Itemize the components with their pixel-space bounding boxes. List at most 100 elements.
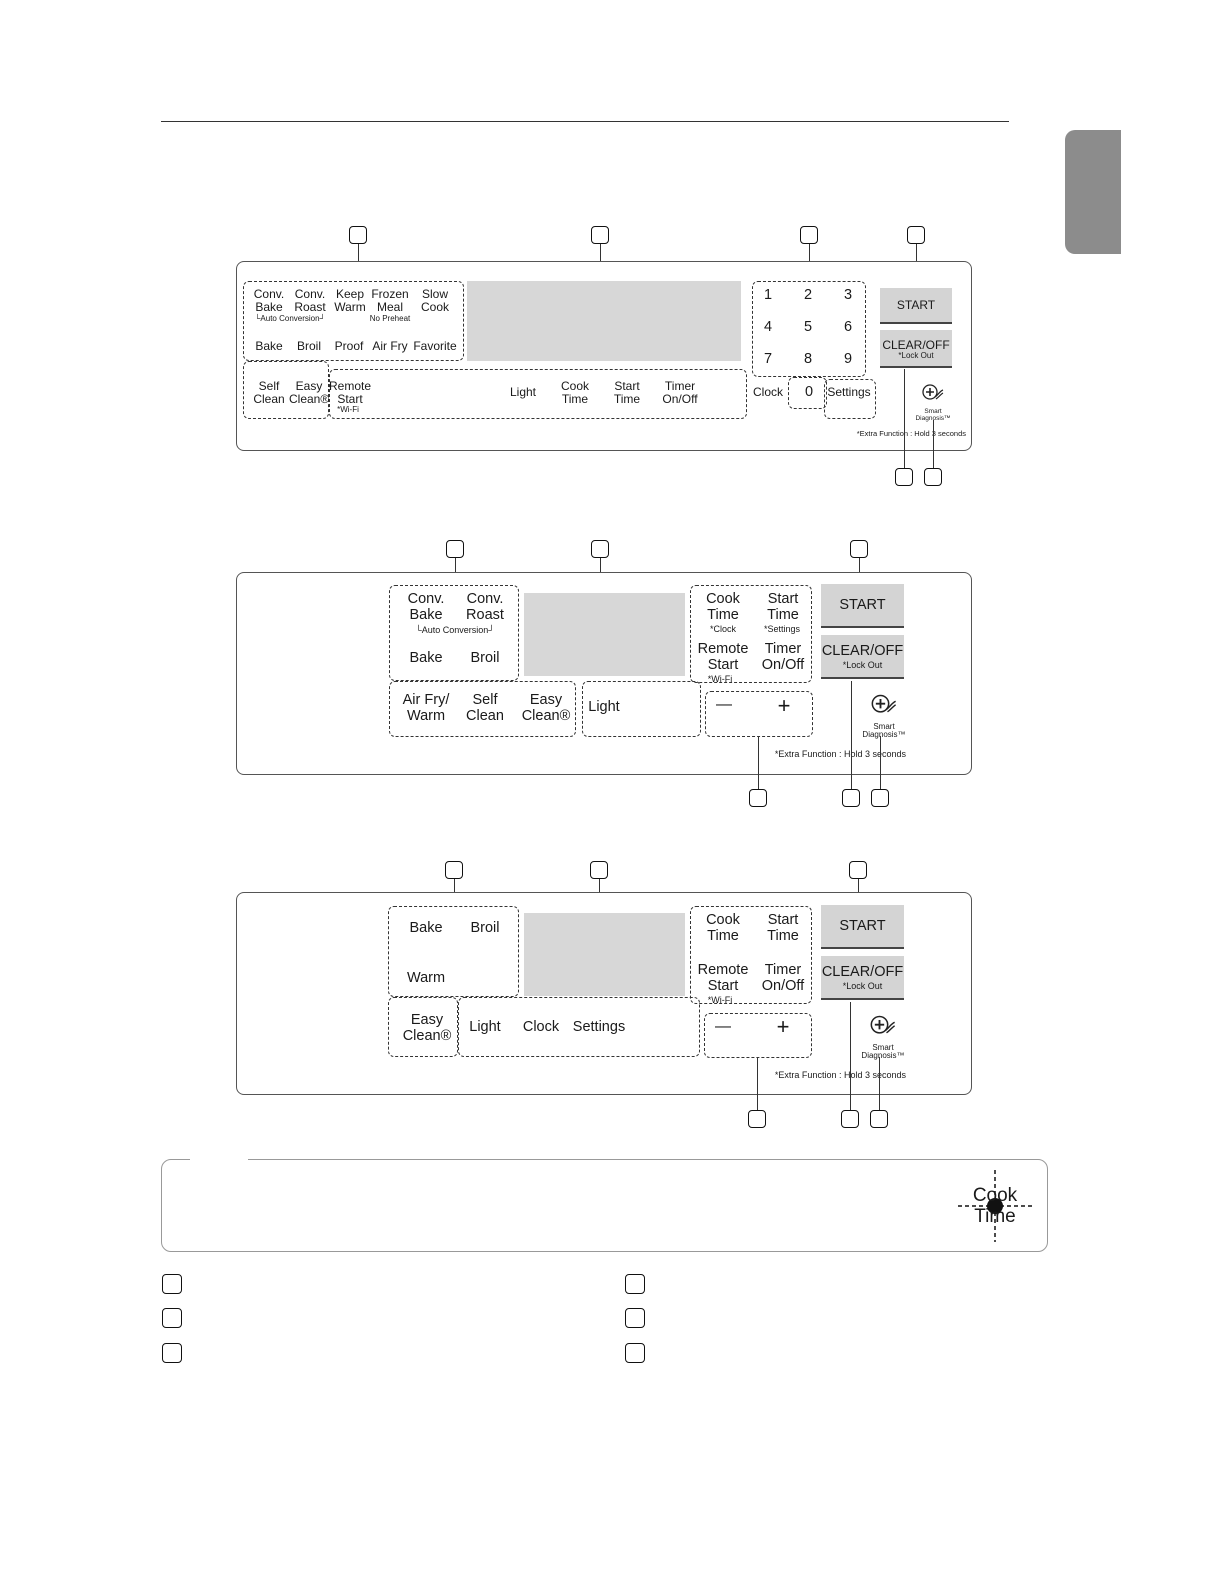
mode-group: [389, 585, 519, 681]
easy-clean-button[interactable]: Easy Clean®: [402, 1012, 452, 1045]
light-button[interactable]: Light: [469, 1019, 501, 1035]
cook-time-button[interactable]: Cook Time: [560, 379, 589, 407]
slow-cook-button[interactable]: Slow Cook: [420, 287, 449, 315]
smart-diagnosis-logo[interactable]: Smart Diagnosis™: [913, 383, 953, 422]
remote-start-button[interactable]: Remote Start: [697, 641, 749, 674]
light-button[interactable]: Light: [509, 385, 537, 399]
conv-bake-button[interactable]: Conv. Bake: [253, 287, 285, 315]
clear-off-button[interactable]: CLEAR/OFF *Lock Out: [821, 956, 904, 1000]
cook-time-button[interactable]: Cook Time: [706, 912, 740, 945]
air-fry-warm-button[interactable]: Air Fry/ Warm: [402, 692, 450, 725]
bake-button[interactable]: Bake: [409, 650, 443, 666]
touch-point-icon: [958, 1170, 1032, 1242]
warm-button[interactable]: Warm: [406, 970, 446, 986]
easy-clean-button[interactable]: Easy Clean®: [289, 379, 330, 407]
remote-start-button[interactable]: Remote Start: [328, 379, 372, 407]
timer-button[interactable]: Timer On/Off: [662, 379, 698, 407]
smart-diagnosis-icon: [871, 694, 897, 713]
callout-box: [800, 226, 818, 244]
legend-box: [625, 1308, 645, 1328]
key-2[interactable]: 2: [803, 287, 813, 303]
frozen-meal-sublabel: No Preheat: [369, 314, 411, 323]
clean-group: [389, 681, 576, 737]
clean-group: [243, 361, 329, 419]
extra-function-note: *Extra Function : Hold 3 seconds: [774, 749, 906, 759]
clock-button[interactable]: Clock: [522, 1019, 560, 1035]
key-0[interactable]: 0: [804, 384, 814, 400]
bake-button[interactable]: Bake: [255, 339, 283, 353]
wifi-sublabel: *Wi-Fi: [337, 405, 359, 414]
start-button[interactable]: START: [821, 584, 904, 628]
start-time-button[interactable]: Start Time: [767, 591, 799, 624]
easy-clean-button[interactable]: Easy Clean®: [521, 692, 571, 725]
key-1[interactable]: 1: [763, 287, 773, 303]
favorite-button[interactable]: Favorite: [413, 339, 457, 353]
key-4[interactable]: 4: [763, 319, 773, 335]
leader-line: [904, 369, 906, 468]
proof-button[interactable]: Proof: [334, 339, 364, 353]
keep-warm-button[interactable]: Keep Warm: [334, 287, 366, 315]
key-6[interactable]: 6: [843, 319, 853, 335]
time-group: [690, 906, 812, 1004]
cook-time-button[interactable]: Cook Time: [706, 591, 740, 624]
plus-minus-group: [705, 691, 813, 737]
plus-button[interactable]: +: [776, 1014, 790, 1039]
callout-box: [591, 226, 609, 244]
key-3[interactable]: 3: [843, 287, 853, 303]
self-clean-button[interactable]: Self Clean: [466, 692, 504, 725]
callout-box: [907, 226, 925, 244]
key-8[interactable]: 8: [803, 351, 813, 367]
light-group: [582, 681, 701, 737]
plus-button[interactable]: +: [777, 693, 791, 718]
light-button[interactable]: Light: [588, 699, 620, 715]
minus-button[interactable]: —: [716, 696, 732, 713]
broil-button[interactable]: Broil: [470, 650, 500, 666]
clock-button[interactable]: Clock: [752, 385, 783, 399]
settings-button[interactable]: Settings: [572, 1019, 626, 1035]
conv-roast-button[interactable]: Conv. Roast: [466, 591, 504, 624]
zero-group: [788, 377, 827, 409]
leader-line: [850, 1002, 852, 1110]
bake-button[interactable]: Bake: [409, 920, 443, 936]
legend-box: [625, 1274, 645, 1294]
function-group: [329, 369, 747, 419]
display-window: [467, 281, 741, 361]
conv-roast-button[interactable]: Conv. Roast: [294, 287, 326, 315]
callout-box: [446, 540, 464, 558]
smart-diagnosis-logo[interactable]: Smart Diagnosis™: [857, 1014, 909, 1060]
clear-off-label: CLEAR/OFF: [821, 643, 904, 659]
timer-button[interactable]: Timer On/Off: [761, 962, 805, 995]
self-clean-button[interactable]: Self Clean: [253, 379, 285, 407]
callout-box: [849, 861, 867, 879]
callout-box: [842, 789, 860, 807]
callout-box: [591, 540, 609, 558]
start-button[interactable]: START: [821, 905, 904, 949]
key-5[interactable]: 5: [803, 319, 813, 335]
start-button[interactable]: START: [880, 288, 952, 324]
clear-off-button[interactable]: CLEAR/OFF *Lock Out: [821, 635, 904, 679]
callout-box: [871, 789, 889, 807]
key-7[interactable]: 7: [763, 351, 773, 367]
conv-bake-button[interactable]: Conv. Bake: [407, 591, 445, 624]
start-time-button[interactable]: Start Time: [613, 379, 641, 407]
clear-off-label: CLEAR/OFF: [882, 338, 950, 352]
smart-diagnosis-logo[interactable]: Smart Diagnosis™: [858, 693, 910, 739]
smart-diagnosis-label: Smart Diagnosis™: [861, 1043, 905, 1060]
callout-box: [841, 1110, 859, 1128]
start-time-button[interactable]: Start Time: [767, 912, 799, 945]
callout-box: [895, 468, 913, 486]
callout-box: [445, 861, 463, 879]
frozen-meal-button[interactable]: Frozen Meal: [371, 287, 409, 315]
timer-button[interactable]: Timer On/Off: [761, 641, 805, 674]
remote-start-button[interactable]: Remote Start: [697, 962, 749, 995]
leader-line: [455, 558, 457, 585]
broil-button[interactable]: Broil: [296, 339, 321, 353]
minus-button[interactable]: —: [715, 1018, 731, 1035]
broil-button[interactable]: Broil: [470, 920, 500, 936]
key-9[interactable]: 9: [843, 351, 853, 367]
clear-off-button[interactable]: CLEAR/OFF *Lock Out: [880, 330, 952, 368]
air-fry-button[interactable]: Air Fry: [372, 339, 408, 353]
legend-box: [625, 1343, 645, 1363]
note-box: [161, 1159, 1048, 1252]
settings-button[interactable]: Settings: [827, 385, 871, 399]
